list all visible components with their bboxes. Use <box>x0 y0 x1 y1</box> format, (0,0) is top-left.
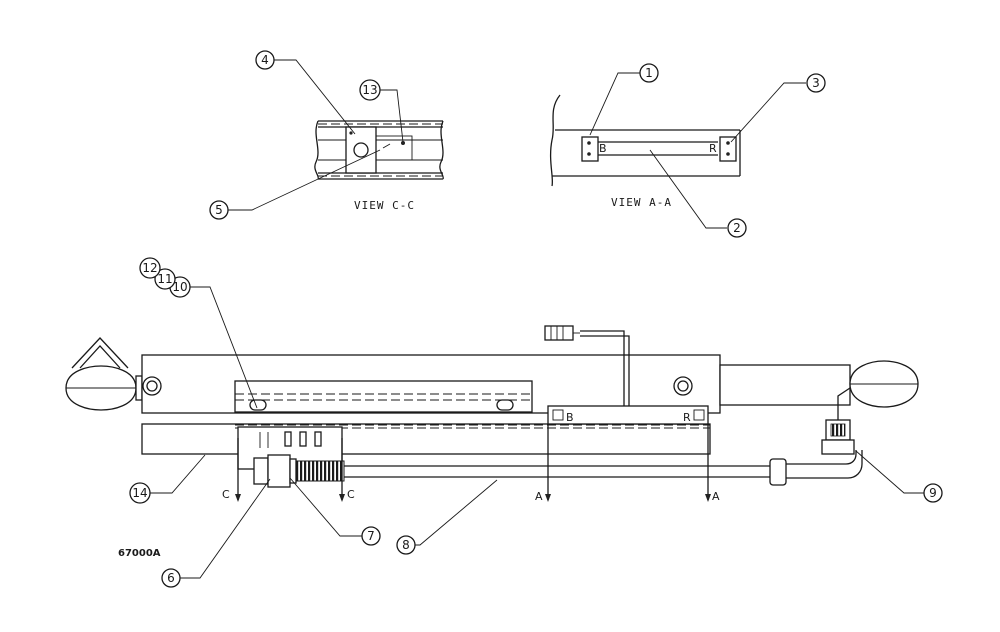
main-b-mark: B <box>566 411 574 424</box>
view-aa-detail <box>549 94 741 187</box>
callout-13: 13 <box>359 79 381 101</box>
svg-text:9: 9 <box>929 486 937 500</box>
callout-7: 7 <box>361 526 381 546</box>
svg-text:13: 13 <box>362 83 377 97</box>
callout-6: 6 <box>161 568 181 588</box>
svg-text:3: 3 <box>812 76 820 90</box>
view-cc-label: VIEW C-C <box>354 199 415 212</box>
callout-14: 14 <box>129 482 151 504</box>
cylinder-assembly <box>65 325 919 488</box>
section-a-right: A <box>712 490 720 503</box>
callout-bubbles: 1 2 3 4 5 6 7 8 9 10 11 12 13 14 <box>129 50 943 588</box>
callout-4: 4 <box>255 50 275 70</box>
svg-text:6: 6 <box>167 571 175 585</box>
svg-text:14: 14 <box>132 486 147 500</box>
callout-3: 3 <box>806 73 826 93</box>
view-cc-detail <box>314 120 444 180</box>
callout-9: 9 <box>923 483 943 503</box>
svg-text:1: 1 <box>645 66 653 80</box>
svg-text:10: 10 <box>172 280 187 294</box>
view-aa-label: VIEW A-A <box>611 196 672 209</box>
svg-text:7: 7 <box>367 529 375 543</box>
svg-text:5: 5 <box>215 203 223 217</box>
svg-text:4: 4 <box>261 53 269 67</box>
callout-12: 12 <box>139 257 161 279</box>
view-aa-r-mark: R <box>709 142 717 155</box>
view-aa-b-mark: B <box>599 142 607 155</box>
svg-text:11: 11 <box>157 272 172 286</box>
callout-11: 11 <box>154 268 176 290</box>
callout-1: 1 <box>639 63 659 83</box>
main-r-mark: R <box>683 411 691 424</box>
section-markers <box>235 424 711 502</box>
callout-8: 8 <box>396 535 416 555</box>
svg-text:12: 12 <box>142 261 157 275</box>
drawing-number: 67000A <box>118 548 161 559</box>
section-c-left: C <box>222 488 230 501</box>
callout-5: 5 <box>209 200 229 220</box>
section-a-left: A <box>535 490 543 503</box>
svg-text:2: 2 <box>733 221 741 235</box>
section-c-right: C <box>347 488 355 501</box>
leader-lines <box>150 59 924 579</box>
svg-text:8: 8 <box>402 538 410 552</box>
callout-2: 2 <box>727 218 747 238</box>
